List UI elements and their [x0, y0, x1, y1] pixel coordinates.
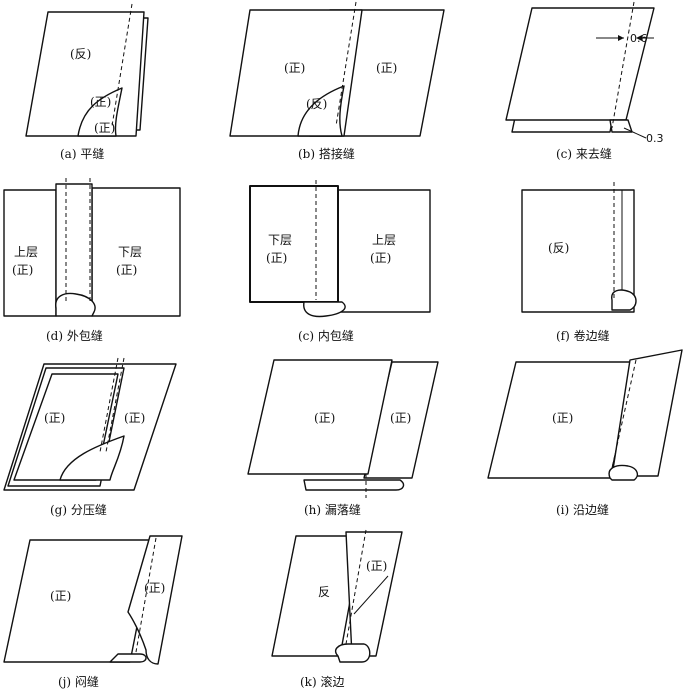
panel-a-plain-seam: (反) (正) (正) (a) 平缝: [25, 3, 149, 161]
label-a-zheng-2: (正): [94, 121, 115, 135]
panel-c-french-seam: 0.6 0.3 (c) 来去缝: [505, 1, 664, 161]
label-c2-zheng-left: (正): [266, 251, 287, 265]
label-k-zheng: (正): [366, 559, 387, 573]
label-k-fan: 反: [318, 585, 330, 599]
caption-c2: (c) 内包缝: [298, 328, 354, 343]
label-h-zheng-right: (正): [390, 411, 411, 425]
label-f-fan: (反): [548, 241, 569, 255]
dim-0-6: 0.6: [630, 32, 648, 45]
panel-b-lap-seam: (正) (正) (反) (b) 搭接缝: [229, 1, 445, 161]
panel-k-binding: 反 (正) (k) 滚边: [271, 529, 403, 689]
label-b-fan: (反): [306, 97, 327, 111]
panel-d-outside-fell-seam: 上层 (正) 下层 (正) (d) 外包缝: [3, 178, 181, 343]
caption-d: (d) 外包缝: [46, 328, 103, 343]
label-c2-zheng-right: (正): [370, 251, 391, 265]
label-j-zheng-left: (正): [50, 589, 71, 603]
panel-c-inside-fell-seam: 下层 (正) 上层 (正) (c) 内包缝: [249, 180, 431, 343]
caption-g: (g) 分压缝: [50, 502, 107, 517]
label-b-zheng-left: (正): [284, 61, 305, 75]
label-d-lower: 下层: [118, 245, 142, 259]
panel-i-edge-seam: (正) (i) 沿边缝: [487, 349, 683, 517]
label-d-zheng-left: (正): [12, 263, 33, 277]
label-a-zheng-1: (正): [90, 95, 111, 109]
label-d-zheng-right: (正): [116, 263, 137, 277]
label-h-zheng-left: (正): [314, 411, 335, 425]
caption-a: (a) 平缝: [60, 146, 104, 161]
label-g-zheng-right: (正): [124, 411, 145, 425]
dim-0-3: 0.3: [646, 132, 664, 145]
caption-h: (h) 漏落缝: [304, 502, 361, 517]
label-c2-lower: 下层: [268, 233, 292, 247]
caption-f: (f) 卷边缝: [556, 328, 610, 343]
caption-i: (i) 沿边缝: [556, 502, 609, 517]
caption-c1: (c) 来去缝: [556, 146, 612, 161]
label-g-zheng-left: (正): [44, 411, 65, 425]
label-a-fan: (反): [70, 47, 91, 61]
panel-g-split-press-seam: (正) (正) (g) 分压缝: [3, 357, 177, 517]
panel-j-closed-seam: (正) (正) (j) 闷缝: [3, 535, 183, 689]
label-d-upper: 上层: [14, 245, 38, 259]
caption-j: (j) 闷缝: [58, 674, 99, 689]
label-i-zheng: (正): [552, 411, 573, 425]
label-j-zheng-right: (正): [144, 581, 165, 595]
label-c2-upper: 上层: [372, 233, 396, 247]
caption-b: (b) 搭接缝: [298, 146, 355, 161]
panel-f-hemmed-seam: (反) (f) 卷边缝: [521, 182, 637, 343]
panel-h-stitch-in-the-ditch: (正) (正) (h) 漏落缝: [247, 359, 439, 517]
label-b-zheng-right: (正): [376, 61, 397, 75]
caption-k: (k) 滚边: [300, 674, 344, 689]
